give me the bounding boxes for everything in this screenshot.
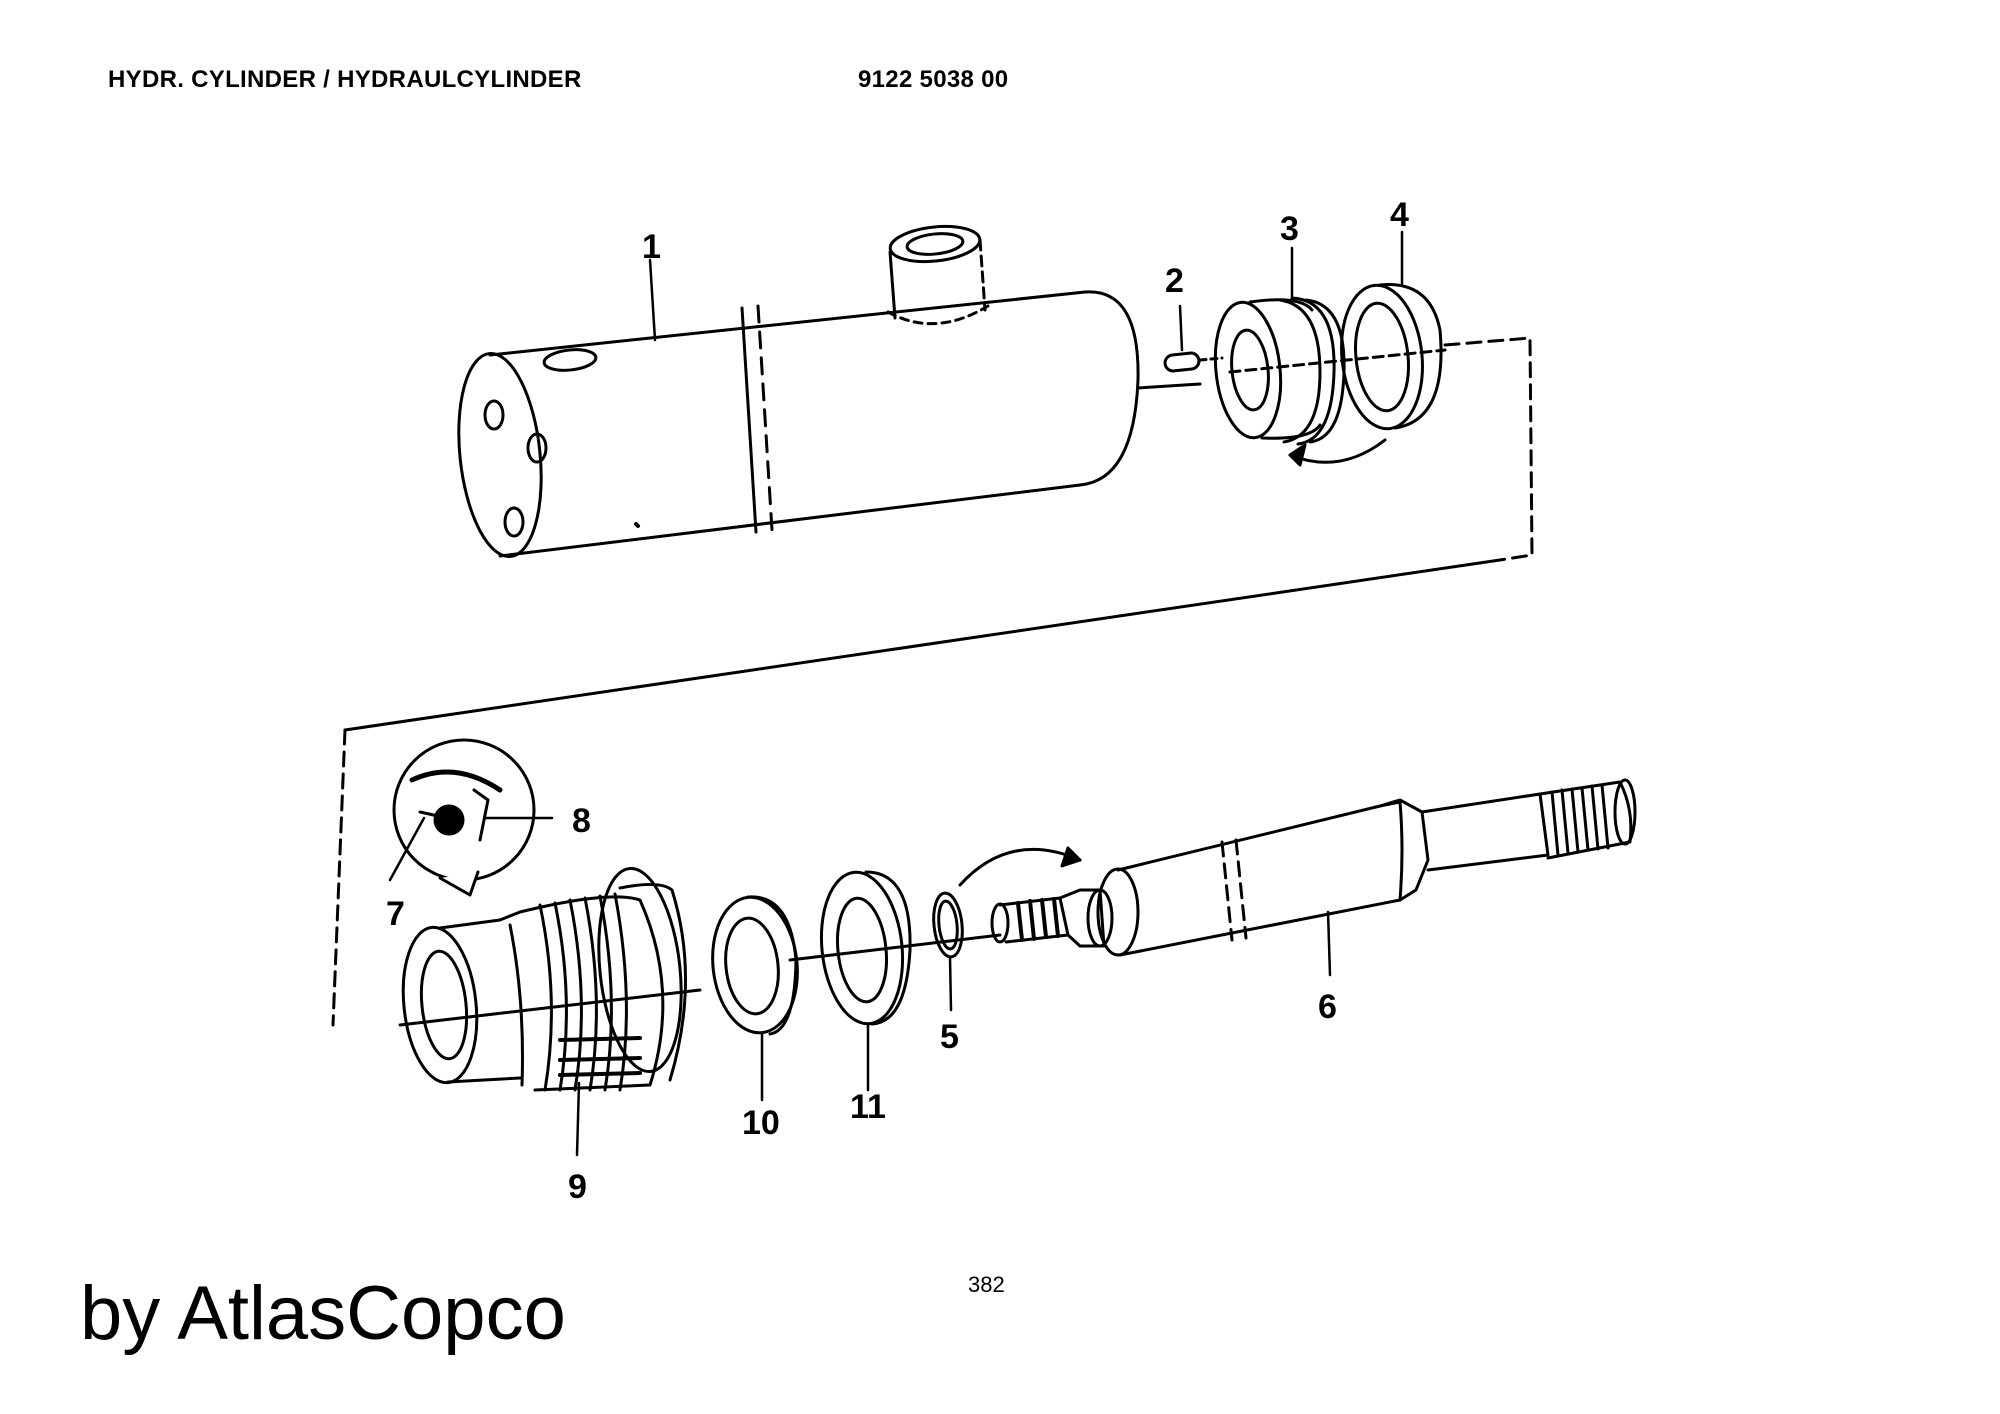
callout-2: 2 [1165, 262, 1184, 300]
callout-11: 11 [850, 1088, 886, 1126]
callout-3: 3 [1280, 210, 1299, 248]
callout-7: 7 [386, 895, 405, 933]
guide-ring [711, 895, 799, 1036]
cylinder-barrel [457, 224, 1140, 559]
callout-4: 4 [1390, 196, 1409, 234]
callout-9: 9 [568, 1168, 587, 1206]
seal-ring [1228, 283, 1447, 431]
brand-watermark: by AtlasCopco [80, 1271, 566, 1356]
piston-rod [990, 778, 1637, 957]
callout-6: 6 [1318, 988, 1337, 1026]
callout-5: 5 [940, 1018, 959, 1056]
callout-10: 10 [742, 1104, 780, 1142]
page-number: 382 [968, 1272, 1005, 1297]
leader-lines [388, 230, 1404, 1157]
pin [1163, 351, 1224, 373]
callout-1: 1 [642, 228, 661, 266]
o-ring [788, 891, 1002, 962]
detail-callout-circle [392, 738, 536, 897]
drawing-title: HYDR. CYLINDER / HYDRAULCYLINDER [108, 66, 582, 93]
callout-8: 8 [572, 802, 591, 840]
cylinder-head [398, 866, 702, 1092]
wiper-seal [819, 870, 912, 1026]
part-number: 9122 5038 00 [858, 66, 1009, 93]
